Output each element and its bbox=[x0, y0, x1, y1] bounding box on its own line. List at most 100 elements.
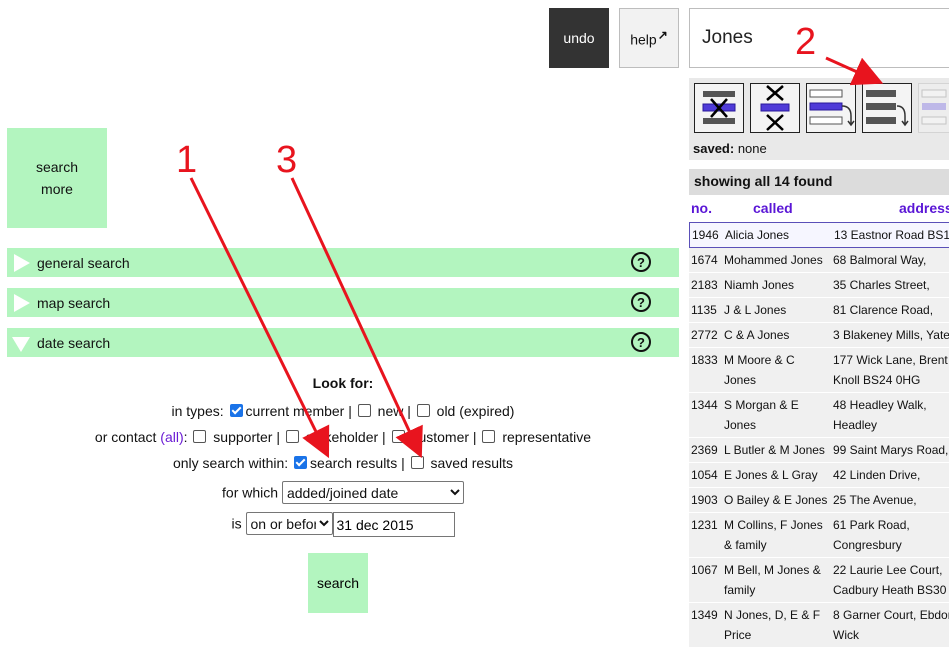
delete-selected-button[interactable] bbox=[694, 83, 744, 133]
table-row[interactable]: 1231 M Collins, F Jones & family 61 Park R… bbox=[689, 513, 949, 558]
help-circle-icon[interactable]: ? bbox=[631, 252, 651, 272]
save-selected-button[interactable] bbox=[806, 83, 856, 133]
within-label: only search within: bbox=[172, 455, 289, 471]
types-row: in types: current member | new | old (ex… bbox=[171, 403, 515, 419]
row-number: 1903 bbox=[691, 493, 718, 507]
undo-button[interactable]: undo bbox=[549, 8, 609, 68]
contact-all-link[interactable]: (all) bbox=[160, 429, 184, 445]
row-called: O Bailey & E Jones bbox=[724, 493, 828, 507]
is-label: is bbox=[231, 515, 242, 532]
help-circle-icon[interactable]: ? bbox=[631, 332, 651, 352]
save-all-button[interactable] bbox=[862, 83, 912, 133]
row-called: M Collins, F Jones & family bbox=[724, 518, 823, 552]
saved-label: saved: bbox=[693, 141, 735, 156]
collapse-arrow-icon bbox=[7, 328, 37, 357]
column-called[interactable]: called bbox=[753, 200, 793, 216]
section-date-search[interactable]: date search ? bbox=[7, 328, 679, 357]
section-general-search[interactable]: general search ? bbox=[7, 248, 679, 277]
save-all-icon bbox=[866, 90, 909, 127]
column-no[interactable]: no. bbox=[691, 200, 712, 216]
row-address: 61 Park Road, Congresbury bbox=[833, 518, 910, 552]
date-input[interactable] bbox=[332, 512, 455, 538]
look-for-heading: Look for: bbox=[312, 375, 374, 391]
delete-others-icon bbox=[760, 85, 790, 131]
row-number: 1054 bbox=[691, 468, 718, 482]
add-saved-button[interactable] bbox=[918, 83, 949, 133]
contact-customer-label: customer bbox=[411, 429, 470, 445]
types-label: in types: bbox=[171, 403, 224, 419]
results-header: showing all 14 found bbox=[689, 169, 949, 195]
type-current-member-label: current member bbox=[245, 403, 345, 419]
row-called: J & L Jones bbox=[724, 303, 787, 317]
row-address: 48 Headley Walk, Headley bbox=[833, 398, 927, 432]
within-search-results-label: search results bbox=[310, 455, 398, 471]
row-number: 2772 bbox=[691, 328, 718, 342]
row-called: C & A Jones bbox=[724, 328, 790, 342]
saved-status: saved: none bbox=[693, 141, 767, 156]
table-row[interactable]: 1344 S Morgan & E Jones 48 Headley Walk, H… bbox=[689, 393, 949, 438]
column-address[interactable]: address bbox=[899, 200, 949, 216]
search-button[interactable]: search bbox=[308, 553, 368, 613]
row-number: 1135 bbox=[691, 303, 717, 317]
add-saved-icon bbox=[921, 89, 947, 125]
results-toolbar bbox=[689, 78, 949, 160]
row-called: L Butler & M Jones bbox=[724, 443, 825, 457]
row-called: M Bell, M Jones & family bbox=[724, 563, 821, 597]
is-row: is on or before bbox=[7, 512, 679, 538]
results-column-headers: no. called address bbox=[689, 198, 949, 222]
within-search-results-checkbox[interactable] bbox=[294, 456, 308, 469]
row-address: 8 Garner Court, Ebdon, Wick bbox=[833, 608, 949, 642]
type-old-label: old (expired) bbox=[436, 403, 515, 419]
row-called: S Morgan & E Jones bbox=[724, 398, 799, 432]
section-label: date search bbox=[37, 334, 111, 351]
row-number: 1833 bbox=[691, 353, 718, 367]
contact-supporter-checkbox[interactable] bbox=[193, 430, 207, 443]
comparison-select[interactable]: on or before bbox=[245, 512, 333, 535]
row-number: 1349 bbox=[691, 608, 718, 622]
within-saved-results-checkbox[interactable] bbox=[410, 456, 424, 469]
search-more-button[interactable]: search more bbox=[7, 128, 107, 228]
external-link-icon: ↗ bbox=[657, 28, 668, 43]
contact-stakeholder-checkbox[interactable] bbox=[285, 430, 299, 443]
help-circle-icon[interactable]: ? bbox=[631, 292, 651, 312]
row-number: 1231 bbox=[691, 518, 718, 532]
row-called: Niamh Jones bbox=[724, 278, 795, 292]
contact-customer-checkbox[interactable] bbox=[391, 430, 405, 443]
type-old-checkbox[interactable] bbox=[416, 404, 430, 417]
date-field-select[interactable]: added/joined date bbox=[281, 481, 464, 504]
expand-arrow-icon bbox=[7, 288, 37, 317]
search-more-label-2: more bbox=[41, 181, 73, 197]
type-new-checkbox[interactable] bbox=[357, 404, 371, 417]
help-button[interactable]: help↗ bbox=[619, 8, 679, 68]
annotation-3: 3 bbox=[276, 139, 297, 181]
search-input[interactable] bbox=[689, 8, 949, 68]
section-map-search[interactable]: map search ? bbox=[7, 288, 679, 317]
within-saved-results-label: saved results bbox=[430, 455, 513, 471]
section-label: general search bbox=[37, 254, 130, 271]
for-which-row: for which added/joined date bbox=[7, 481, 679, 504]
save-selected-icon bbox=[809, 89, 855, 127]
row-called: Mohammed Jones bbox=[724, 253, 823, 267]
row-called: M Moore & C Jones bbox=[724, 353, 795, 387]
section-label: map search bbox=[37, 294, 111, 311]
type-current-member-checkbox[interactable] bbox=[229, 404, 243, 417]
contact-representative-checkbox[interactable] bbox=[482, 430, 496, 443]
expand-arrow-icon bbox=[7, 248, 37, 277]
row-called: E Jones & L Gray bbox=[724, 468, 818, 482]
row-number: 1344 bbox=[691, 398, 718, 412]
help-label: help bbox=[630, 31, 657, 48]
delete-others-button[interactable] bbox=[750, 83, 800, 133]
row-number: 2183 bbox=[691, 278, 718, 292]
